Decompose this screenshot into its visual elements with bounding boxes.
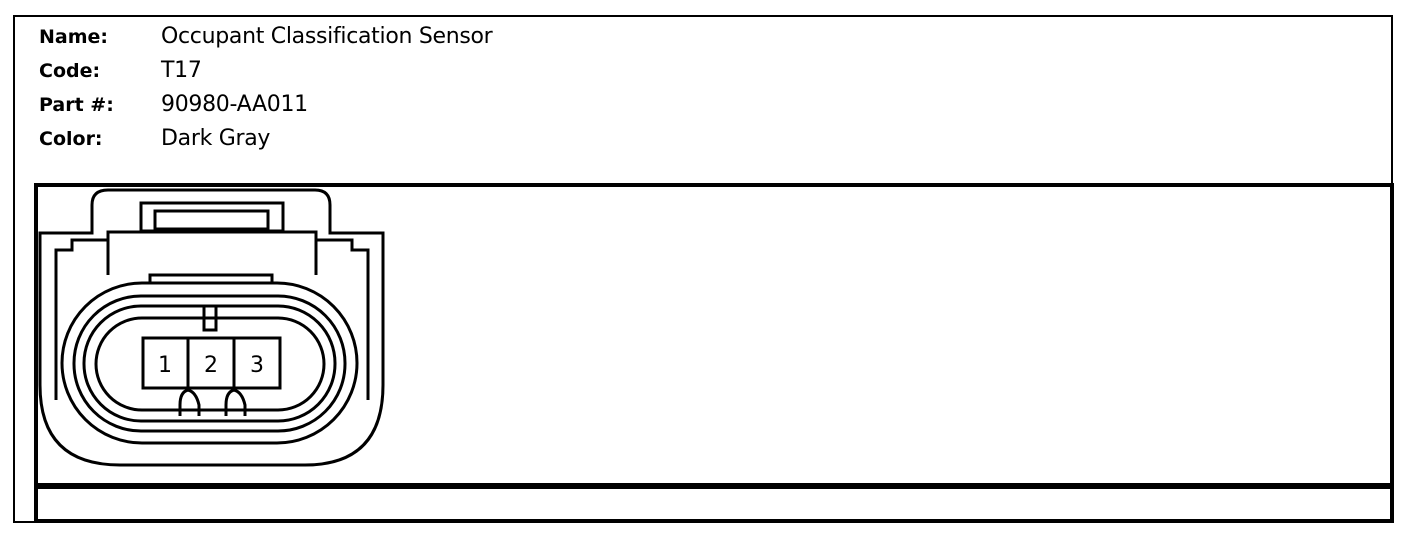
color-value: Dark Gray [161,126,271,151]
color-row: Color: Dark Gray [39,122,492,156]
right-step [314,238,370,400]
part-number-value: 90980-AA011 [161,92,308,117]
part-number-row: Part #: 90980-AA011 [39,88,492,122]
pin-3-label: 3 [250,353,264,378]
terminal-latch-1 [178,388,201,416]
left-step [54,238,110,400]
connector-housing-outline [38,188,385,467]
code-value: T17 [161,58,202,83]
name-label: Name: [39,26,109,48]
connector-info-table: Name: Occupant Classification Sensor Cod… [39,20,493,156]
pin-2-label: 2 [204,353,218,378]
lock-tab-inner [106,230,318,248]
terminal-latch-2 [224,388,247,416]
part-number-label: Part #: [39,94,114,116]
color-label: Color: [39,128,103,150]
seal-ring-middle [72,294,347,433]
keyway-bar [148,273,274,283]
pin-1-label: 1 [158,353,172,378]
code-label: Code: [39,60,101,82]
lock-tab-window [139,201,285,233]
bottom-strip [34,485,1394,523]
name-value: Occupant Classification Sensor [161,24,493,49]
seal-ring-inner [82,304,337,423]
name-row: Name: Occupant Classification Sensor [39,20,493,54]
seal-ring-outer [60,281,359,445]
cavity-outline [94,316,326,412]
code-row: Code: T17 [39,54,492,88]
pin-3-box [232,336,282,390]
key-notch [202,305,218,332]
lock-tab-slot [153,209,270,231]
